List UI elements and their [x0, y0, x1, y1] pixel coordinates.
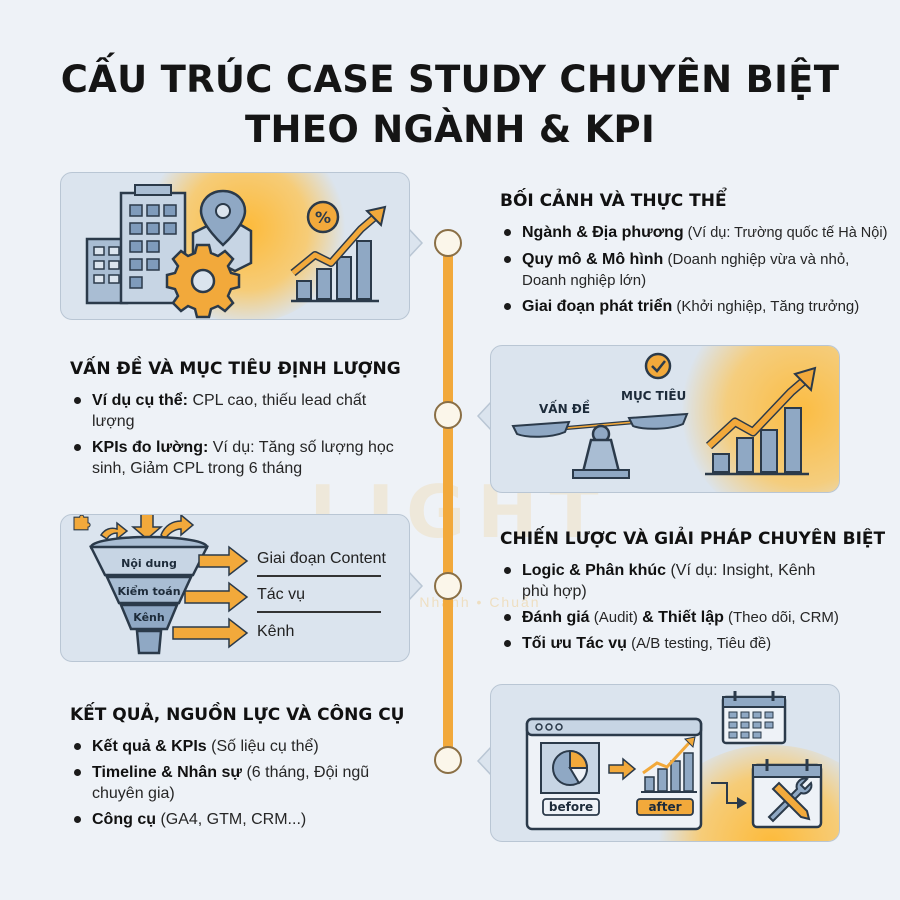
- list-item: Tối ưu Tác vụ (A/B testing, Tiêu đề): [500, 633, 900, 654]
- item-detail: (6 tháng, Đội ngũ chuyên gia): [92, 764, 370, 802]
- list-item: Ví dụ cụ thể: CPL cao, thiếu lead chất l…: [70, 390, 390, 432]
- puzzle-icon: [73, 515, 91, 531]
- funnel-icon: Nội dung Kiểm toán Kênh: [88, 535, 210, 655]
- section-problem-list: Ví dụ cụ thể: CPL cao, thiếu lead chất l…: [70, 390, 430, 479]
- section-results-heading: KẾT QUẢ, NGUỒN LỰC VÀ CÔNG CỤ: [70, 705, 405, 725]
- section-strategy: CHIẾN LƯỢC VÀ GIẢI PHÁP CHUYÊN BIỆT Logi…: [500, 528, 900, 659]
- strategy-funnel-panel: Nội dung Kiểm toán Kênh Giai đoạn Conten…: [60, 514, 410, 662]
- list-item: Công cụ (GA4, GTM, CRM...): [70, 809, 430, 830]
- list-item: Đánh giá (Audit) & Thiết lập (Theo dõi, …: [500, 607, 900, 628]
- item-term: Đánh giá: [522, 609, 590, 626]
- connector-arrow-head: [737, 797, 747, 809]
- percent-growth-chart-icon: %: [290, 200, 387, 303]
- list-item: Giai đoạn phát triển (Khởi nghiệp, Tăng …: [500, 296, 895, 317]
- section-context-heading: BỐI CẢNH VÀ THỰC THỂ: [500, 191, 727, 211]
- timeline-line: [443, 243, 453, 758]
- item-detail: (Ví dụ: Insight, Kênh phù hợp): [522, 562, 816, 600]
- problem-goal-panel: VẤN ĐỀ MỤC TIÊU: [490, 345, 840, 493]
- section-results-list: Kết quả & KPIs (Số liệu cụ thể) Timeline…: [70, 736, 430, 830]
- list-item: Logic & Phân khúc (Ví dụ: Insight, Kênh …: [500, 560, 820, 602]
- item-term: Quy mô & Mô hình: [522, 251, 664, 268]
- item-detail: (A/B testing, Tiêu đề): [626, 635, 772, 652]
- item-term: Kết quả & KPIs: [92, 738, 207, 755]
- arrow-right-icon: [608, 757, 637, 781]
- funnel-output-3: Kênh: [257, 623, 295, 640]
- item-term: Timeline & Nhân sự: [92, 764, 242, 781]
- check-circle-icon: [644, 352, 672, 380]
- item-detail: (Audit): [589, 609, 643, 626]
- connector-arrow: [711, 782, 739, 804]
- section-problem-heading: VẤN ĐỀ VÀ MỤC TIÊU ĐỊNH LƯỢNG: [70, 359, 401, 379]
- list-item: Timeline & Nhân sự (6 tháng, Đội ngũ chu…: [70, 762, 370, 804]
- item-term: & Thiết lập: [642, 609, 724, 626]
- list-item: Ngành & Địa phương (Ví dụ: Trường quốc t…: [500, 222, 895, 244]
- scale-left-label: VẤN ĐỀ: [539, 399, 590, 416]
- balance-scale-icon: [511, 412, 689, 479]
- item-detail: Ví dụ: Tăng số lượng học sinh, Giảm CPL …: [92, 439, 394, 477]
- pie-chart-icon: [540, 742, 600, 794]
- section-context-list: Ngành & Địa phương (Ví dụ: Trường quốc t…: [500, 222, 895, 317]
- title-line-1: CẤU TRÚC CASE STUDY CHUYÊN BIỆT: [60, 58, 840, 101]
- section-context: BỐI CẢNH VÀ THỰC THỂ Ngành & Địa phương …: [500, 190, 895, 322]
- after-label: after: [648, 800, 681, 814]
- timeline-node-4: [434, 746, 462, 774]
- section-results: KẾT QUẢ, NGUỒN LỰC VÀ CÔNG CỤ Kết quả & …: [70, 704, 430, 835]
- divider: [257, 611, 381, 613]
- gear-icon: [165, 243, 241, 319]
- funnel-layer-2: Kiểm toán: [117, 585, 180, 598]
- funnel-output-1: Giai đoạn Content: [257, 550, 386, 567]
- item-term: Giai đoạn phát triển: [522, 298, 673, 315]
- item-detail: (Số liệu cụ thể): [206, 738, 319, 755]
- timeline-node-1: [434, 229, 462, 257]
- funnel-layer-3: Kênh: [133, 611, 164, 624]
- item-term: Logic & Phân khúc: [522, 562, 667, 579]
- funnel-output-2: Tác vụ: [257, 586, 306, 603]
- item-detail: (Doanh nghiệp vừa và nhỏ, Doanh nghiệp l…: [522, 251, 850, 289]
- item-term: KPIs đo lường:: [92, 439, 209, 456]
- funnel-layer-1: Nội dung: [121, 557, 177, 570]
- growth-chart-icon: [705, 366, 817, 476]
- tools-calendar-icon: [751, 759, 823, 829]
- before-badge: [542, 798, 600, 816]
- item-detail: CPL cao, thiếu lead chất lượng: [92, 392, 367, 430]
- item-term: Tối ưu Tác vụ: [522, 635, 627, 652]
- item-term: Ví dụ cụ thể:: [92, 392, 188, 409]
- divider: [257, 575, 381, 577]
- item-detail: (GA4, GTM, CRM...): [156, 811, 307, 828]
- arrow-right-icon: [99, 515, 195, 541]
- timeline-node-2: [434, 401, 462, 429]
- list-item: Quy mô & Mô hình (Doanh nghiệp vừa và nh…: [500, 249, 895, 291]
- svg-text:%: %: [315, 208, 331, 227]
- section-strategy-list: Logic & Phân khúc (Ví dụ: Insight, Kênh …: [500, 560, 900, 654]
- item-term: Ngành & Địa phương: [522, 224, 684, 241]
- list-item: Kết quả & KPIs (Số liệu cụ thể): [70, 736, 430, 757]
- calendar-icon: [721, 691, 787, 745]
- results-tools-panel: before after: [490, 684, 840, 842]
- item-detail: (Khởi nghiệp, Tăng trưởng): [672, 298, 860, 315]
- scale-right-label: MỤC TIÊU: [621, 388, 686, 403]
- section-problem: VẤN ĐỀ VÀ MỤC TIÊU ĐỊNH LƯỢNG Ví dụ cụ t…: [70, 358, 430, 484]
- after-badge: [636, 798, 694, 816]
- panel-1-pointer: [408, 228, 424, 258]
- title-line-2: THEO NGÀNH & KPI: [244, 108, 656, 151]
- bar-chart-icon: [641, 736, 697, 793]
- item-detail: (Ví dụ: Trường quốc tế Hà Nội): [683, 225, 888, 241]
- page-title: CẤU TRÚC CASE STUDY CHUYÊN BIỆT THEO NGÀ…: [0, 55, 900, 155]
- timeline-node-3: [434, 572, 462, 600]
- before-label: before: [549, 800, 593, 814]
- funnel-output-arrows: [172, 545, 249, 649]
- context-illustration-panel: %: [60, 172, 410, 320]
- item-term: Công cụ: [92, 811, 156, 828]
- item-detail: (Theo dõi, CRM): [723, 609, 839, 626]
- section-strategy-heading: CHIẾN LƯỢC VÀ GIẢI PHÁP CHUYÊN BIỆT: [500, 529, 886, 549]
- panel-3-pointer: [408, 571, 424, 601]
- list-item: KPIs đo lường: Ví dụ: Tăng số lượng học …: [70, 437, 400, 479]
